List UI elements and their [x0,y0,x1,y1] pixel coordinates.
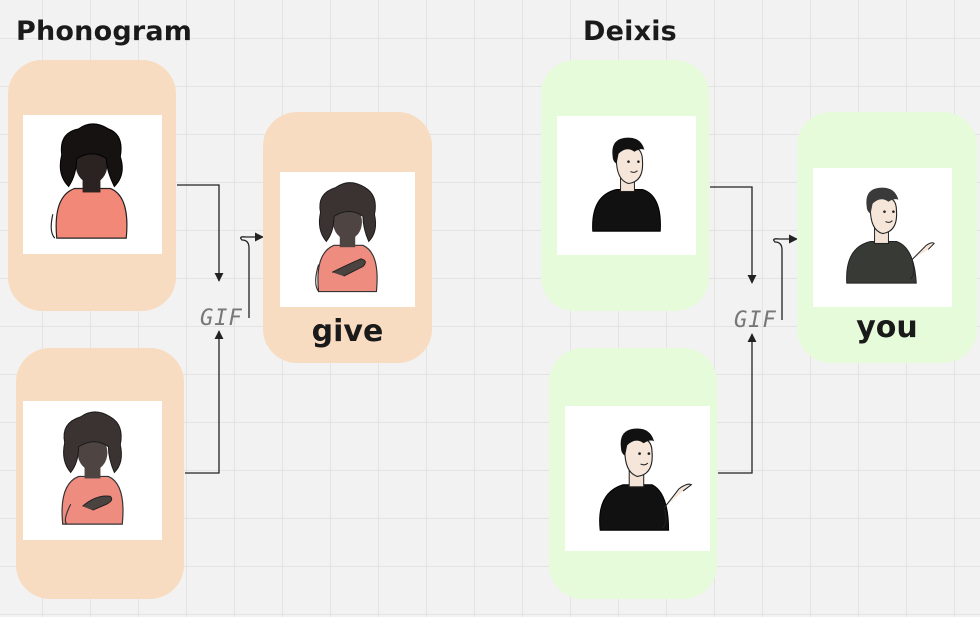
card-phonogram-frame-1 [8,60,176,311]
connector-bottom-phonogram [185,330,224,474]
card-phonogram-result: give [263,112,432,363]
connector-top-deixis [710,186,757,284]
image-woman-neutral [23,115,162,254]
image-man-neutral [557,116,696,255]
result-word-you: you [856,310,918,345]
card-deixis-frame-1 [541,60,709,311]
connector-top-phonogram [177,184,224,282]
merge-label-deixis: GIF [734,308,777,333]
merge-label-phonogram: GIF [200,306,243,331]
image-man-pointing [565,406,710,551]
image-woman-give [280,172,415,307]
connector-out-deixis [773,234,798,320]
image-man-you [813,168,952,307]
section-title-phonogram: Phonogram [16,16,193,47]
section-title-deixis: Deixis [583,16,677,47]
result-word-give: give [311,314,384,349]
connector-bottom-deixis [718,333,757,474]
connector-out-phonogram [240,232,264,318]
card-deixis-result: you [797,112,977,363]
image-woman-gesturing [23,401,162,540]
card-phonogram-frame-2 [16,348,184,599]
card-deixis-frame-2 [549,348,717,599]
